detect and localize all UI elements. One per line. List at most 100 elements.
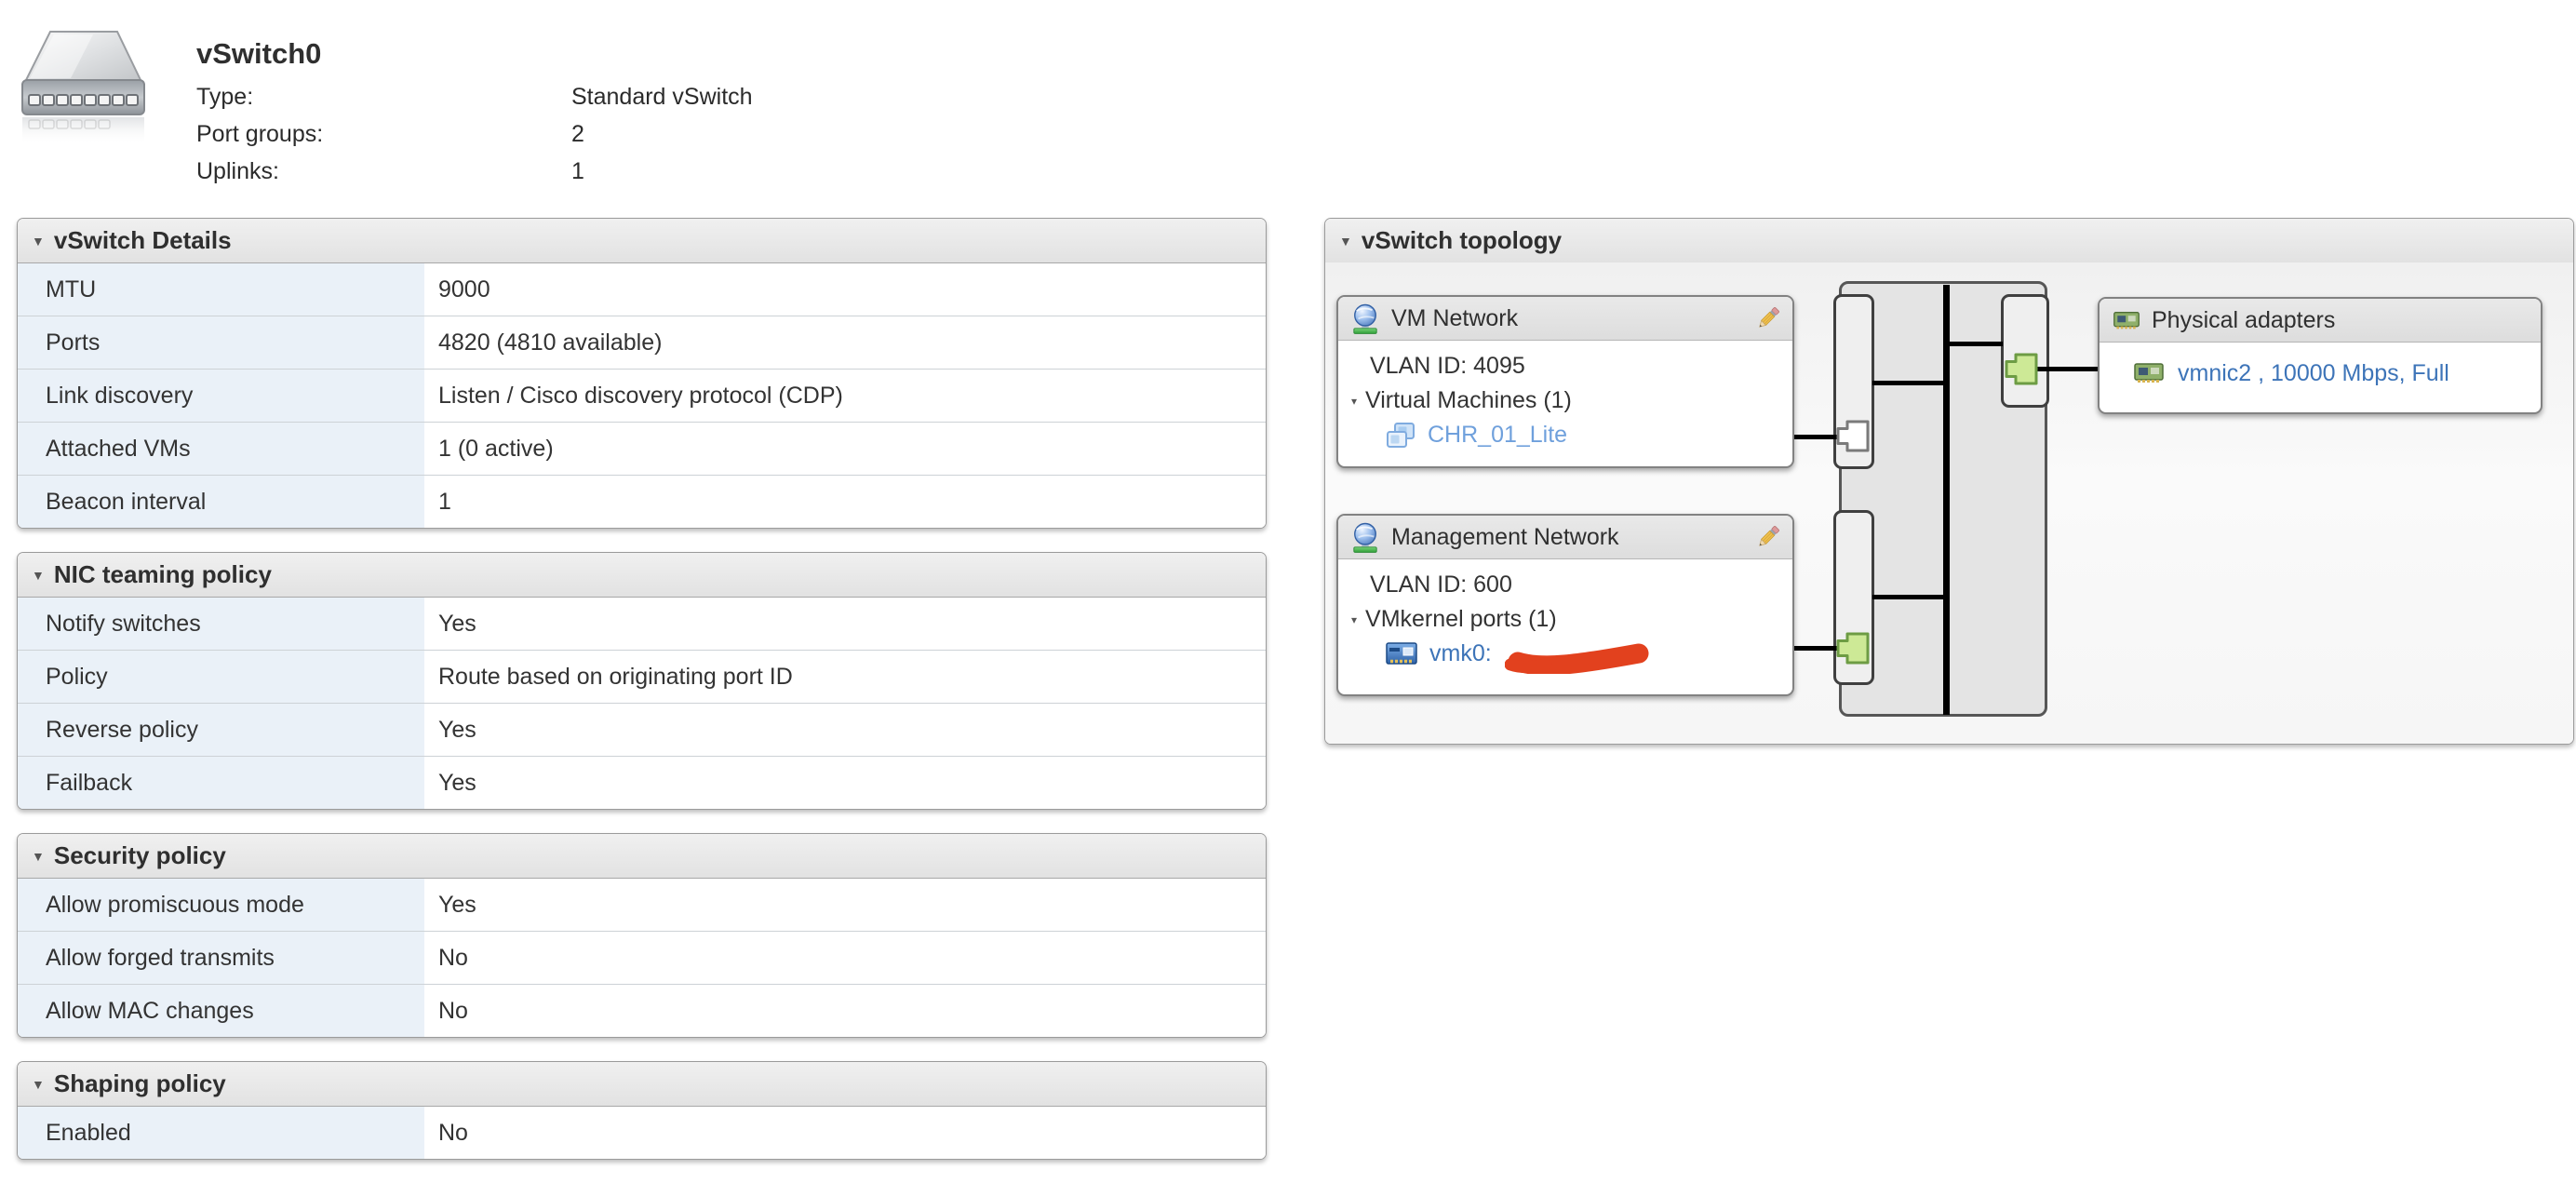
row-label: Allow promiscuous mode xyxy=(18,879,424,931)
port-group-name: Management Network xyxy=(1391,523,1619,550)
collapse-icon: ▼ xyxy=(32,233,45,249)
field-label: Type: xyxy=(196,83,254,110)
section-title: Shaping policy xyxy=(53,1069,226,1097)
nic-icon xyxy=(2113,311,2140,329)
vmknic-icon xyxy=(1386,641,1417,665)
group-collapse-icon: ▾ xyxy=(1351,394,1358,408)
row-value: Yes xyxy=(424,757,1266,809)
row-label: Allow forged transmits xyxy=(18,932,424,984)
vmkernel-ports-toggle[interactable]: ▾ VMkernel ports (1) xyxy=(1338,602,1792,637)
row-label: Ports xyxy=(18,316,424,369)
summary-fields: Type: Standard vSwitch Port groups: 2 Up… xyxy=(196,78,753,190)
field-label: Port groups: xyxy=(196,120,324,147)
row-value: Route based on originating port ID xyxy=(424,651,1266,703)
section-header[interactable]: ▼ vSwitch Details xyxy=(18,219,1266,263)
wire-slot-bl-bus xyxy=(1872,595,1947,599)
row-value: No xyxy=(424,932,1266,984)
field-label: Uplinks: xyxy=(196,157,279,184)
vmkernel-list-item: vmk0: xyxy=(1338,637,1792,674)
port-slot-uplink xyxy=(2001,294,2049,408)
virtual-machines-toggle[interactable]: ▾ Virtual Machines (1) xyxy=(1338,383,1792,418)
field-value: 1 xyxy=(571,157,584,184)
port-connector-vmk0 xyxy=(1836,632,1870,665)
row-value: Yes xyxy=(424,879,1266,931)
group-label: VMkernel ports (1) xyxy=(1365,606,1557,632)
collapse-icon: ▼ xyxy=(32,848,45,864)
summary-row-port-groups: Port groups: 2 xyxy=(196,115,753,153)
row-value: No xyxy=(424,985,1266,1037)
topology-diagram: VM Network xyxy=(1325,262,2573,744)
section-header[interactable]: ▼ vSwitch topology xyxy=(1325,219,2573,263)
edit-port-group-button[interactable] xyxy=(1755,524,1781,550)
row-value: Yes xyxy=(424,704,1266,756)
vmnic-link[interactable]: vmnic2 , 10000 Mbps, Full xyxy=(2178,359,2449,386)
physical-adapters-header: Physical adapters xyxy=(2100,299,2541,343)
vm-icon xyxy=(1387,422,1415,448)
group-collapse-icon: ▾ xyxy=(1351,612,1358,626)
section-header[interactable]: ▼ Shaping policy xyxy=(18,1062,1266,1107)
vswitch-summary-header: vSwitch0 Type: Standard vSwitch Port gro… xyxy=(0,0,1303,186)
section-title: vSwitch Details xyxy=(53,226,232,254)
port-group-name: VM Network xyxy=(1391,304,1519,331)
field-value: 2 xyxy=(571,120,584,147)
port-group-header: VM Network xyxy=(1338,297,1792,341)
port-group-box-management-network: Management Network xyxy=(1336,514,1794,696)
physical-adapters-box: Physical adapters vmnic2 , 10000 Mbps, F… xyxy=(2098,297,2542,414)
port-connector-vm-network xyxy=(1836,420,1870,452)
nic-icon xyxy=(2134,363,2164,383)
row-value: No xyxy=(424,1107,1266,1159)
page-title: vSwitch0 xyxy=(196,37,322,70)
port-group-globe-icon xyxy=(1353,303,1377,334)
vlan-id-text: VLAN ID: 4095 xyxy=(1370,353,1525,379)
collapse-icon: ▼ xyxy=(32,567,45,583)
vm-list-item: CHR_01_Lite xyxy=(1338,418,1792,452)
row-label: Link discovery xyxy=(18,370,424,422)
port-group-details: VLAN ID: 4095 ▾ Virtual Machines (1) xyxy=(1338,341,1792,452)
edit-port-group-button[interactable] xyxy=(1755,305,1781,331)
wire-management xyxy=(1791,646,1839,651)
vm-link[interactable]: CHR_01_Lite xyxy=(1428,422,1568,448)
pencil-icon xyxy=(1759,526,1779,546)
wire-slot-tl-bus xyxy=(1872,381,1947,385)
pencil-icon xyxy=(1759,307,1779,328)
section-header[interactable]: ▼ NIC teaming policy xyxy=(18,553,1266,598)
field-value: Standard vSwitch xyxy=(571,83,753,110)
row-label: Notify switches xyxy=(18,598,424,650)
port-connector-vmnic2 xyxy=(2005,353,2038,385)
vlan-id-text: VLAN ID: 600 xyxy=(1370,571,1512,598)
collapse-icon: ▼ xyxy=(32,1076,45,1092)
vswitch-page: vSwitch0 Type: Standard vSwitch Port gro… xyxy=(0,0,2574,1160)
port-group-header: Management Network xyxy=(1338,516,1792,559)
section-header[interactable]: ▼Security policy xyxy=(18,834,1266,879)
wire-bus-uplink xyxy=(1947,342,2003,346)
row-value: 4820 (4810 available) xyxy=(424,316,1266,369)
group-label: Virtual Machines (1) xyxy=(1365,387,1572,413)
physical-adapter-item: vmnic2 , 10000 Mbps, Full xyxy=(2100,343,2541,404)
panel-vswitch-topology: ▼ vSwitch topology xyxy=(1324,218,2574,745)
row-label: Policy xyxy=(18,651,424,703)
row-label: Failback xyxy=(18,757,424,809)
row-label: Enabled xyxy=(18,1107,424,1159)
row-label: Beacon interval xyxy=(18,476,424,528)
vswitch-icon xyxy=(13,24,154,157)
vmk0-link[interactable]: vmk0: xyxy=(1429,640,1492,666)
collapse-icon: ▼ xyxy=(1339,233,1352,249)
wire-uplink-adapter xyxy=(2037,367,2100,371)
section-title: NIC teaming policy xyxy=(53,560,272,588)
